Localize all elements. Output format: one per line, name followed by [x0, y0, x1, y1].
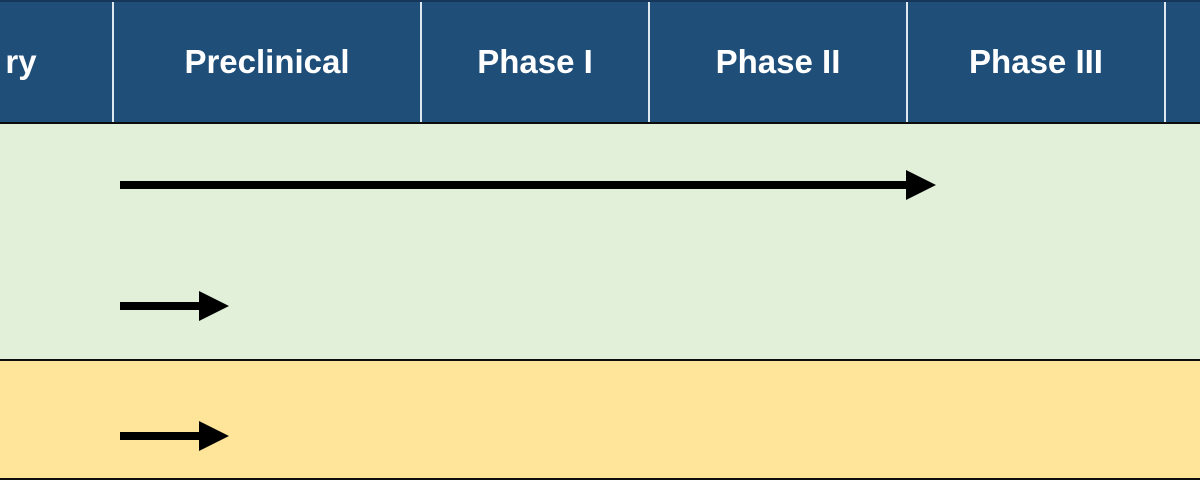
column-header-phase-1: Phase I — [477, 43, 593, 80]
column-header-discovery: ry — [5, 43, 37, 80]
progress-arrow-row-1 — [120, 170, 936, 200]
phase-header: ry Preclinical Phase I Phase II Phase II… — [0, 0, 1200, 124]
pipeline-band-yellow — [0, 359, 1200, 480]
progress-arrow-row-2 — [120, 291, 229, 321]
column-divider — [1164, 2, 1166, 122]
column-divider — [906, 2, 908, 122]
column-divider — [420, 2, 422, 122]
column-divider — [112, 2, 114, 122]
column-header-phase-2: Phase II — [715, 43, 841, 80]
progress-arrow-row-3 — [120, 421, 229, 451]
column-divider — [648, 2, 650, 122]
column-header-preclinical: Preclinical — [184, 43, 350, 80]
column-header-phase-3: Phase III — [969, 43, 1103, 80]
